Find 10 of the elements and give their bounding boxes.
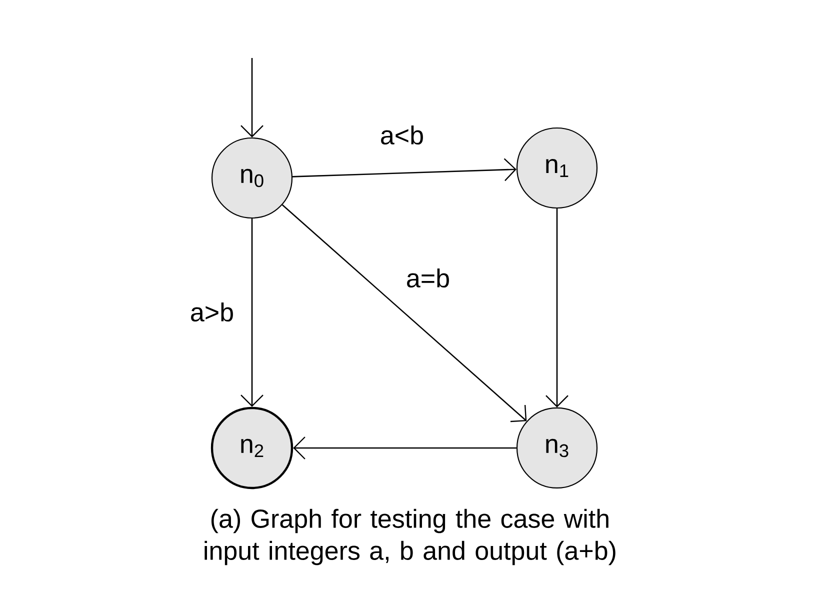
caption: (a) Graph for testing the case with input integers a, b and output (a+b): [204, 508, 616, 566]
arrow: [293, 436, 516, 460]
arrow: [282, 204, 527, 422]
edge-label: a=b: [404, 266, 452, 290]
arrow: [546, 208, 568, 408]
arrow: [240, 218, 264, 407]
arrow: [240, 58, 264, 138]
edge-label: a<b: [378, 123, 426, 147]
edge-label: a>b: [188, 300, 236, 324]
arrow: [292, 158, 516, 182]
